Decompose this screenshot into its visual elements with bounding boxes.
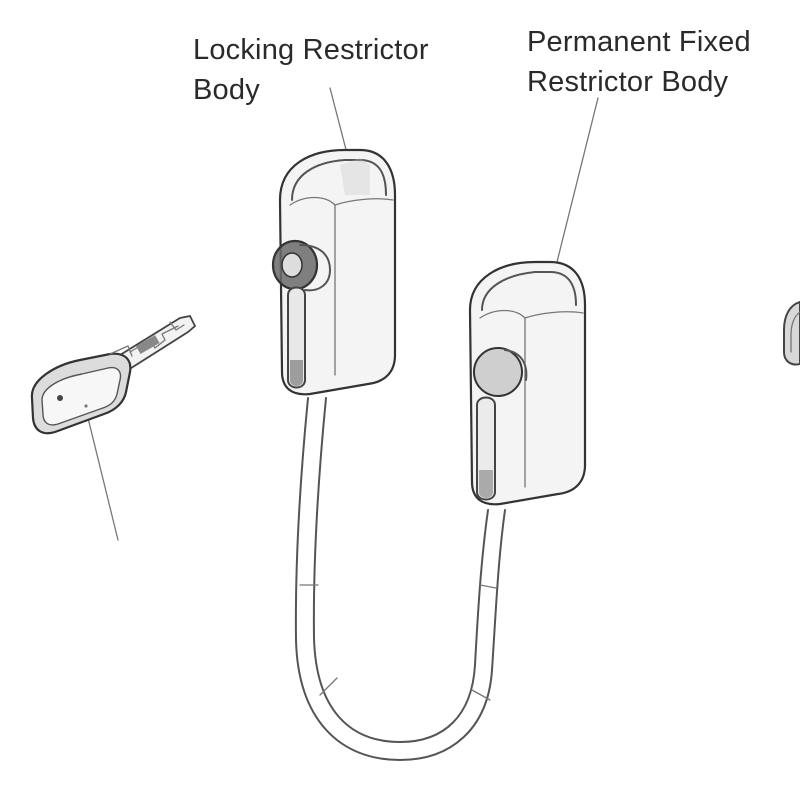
fixed-label-line-2: Restrictor Body <box>527 66 729 98</box>
partial-component-edge <box>783 300 800 366</box>
key-icon <box>30 314 197 435</box>
locking-label-line-1: Locking Restrictor <box>193 34 429 66</box>
locking-label-line-2: Body <box>193 74 260 106</box>
fixed-body-leader-line <box>551 97 599 283</box>
locking-restrictor-body-label: Locking Restrictor Body <box>193 30 429 110</box>
locking-restrictor-body <box>271 148 397 396</box>
fixed-label-line-1: Permanent Fixed <box>527 26 751 58</box>
key-leader-line <box>87 417 119 541</box>
fixed-restrictor-body <box>468 260 587 506</box>
fixed-restrictor-body-label: Permanent Fixed Restrictor Body <box>527 22 751 102</box>
cable <box>294 397 506 761</box>
